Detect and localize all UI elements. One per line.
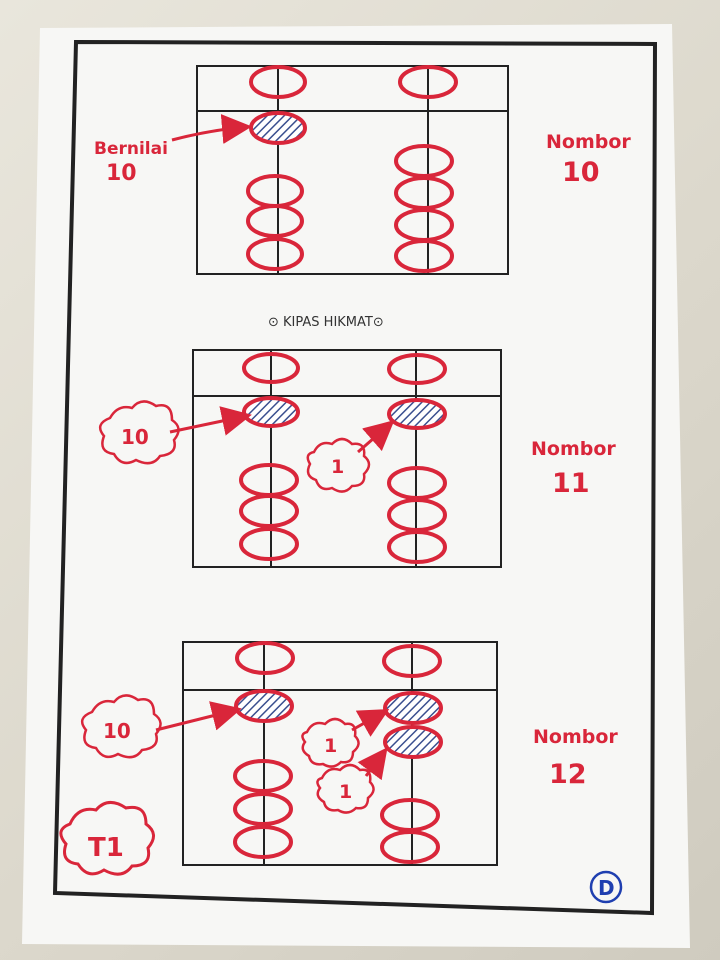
arrow-icon [171,114,252,144]
arrow-icon [351,709,390,737]
heaven-bead [235,641,295,675]
arrow-icon [169,406,252,436]
number-caption: Nombor [531,438,616,460]
active-bead [249,111,307,145]
heaven-bead [398,65,458,99]
abacus-frame [192,349,502,568]
number-caption: Nombor [533,726,618,748]
sheet-tag: T1 [88,833,124,863]
earth-bead [246,237,304,271]
active-bead [387,398,447,430]
tens-tag-label: 10 [121,425,149,449]
cloud-tag-icon [98,400,180,465]
earth-bead [239,527,299,561]
abacus-frame [182,641,498,866]
cloud-tag-icon [80,694,162,759]
cloud-tag-icon [306,437,371,493]
abacus-3: 10 1 1 Nombor 12 [80,641,618,866]
bead-value-number: 10 [106,161,137,186]
earth-bead [380,830,440,864]
abacus-1: Bernilai 10 Nombor 10 [94,65,631,275]
arrow-icon [357,420,395,454]
arrow-icon [357,747,388,781]
active-bead [242,396,300,428]
active-bead [234,689,294,723]
abacus-2: 10 1 Nombor 11 [98,349,616,568]
abacus-frame [196,65,509,275]
earth-bead [394,239,454,273]
earth-bead [387,530,447,564]
active-bead [383,691,443,725]
heaven-bead [249,65,307,99]
sheet-border [52,39,658,916]
earth-bead [233,792,293,826]
ones-tag-label: 1 [324,735,337,757]
bead-value-label: Bernilai [94,139,168,159]
number-value: 10 [562,157,600,188]
heaven-bead [387,353,447,385]
ones-tag-label: 1 [339,781,352,803]
cloud-tag-icon [59,801,155,876]
cloud-tag-icon [316,763,375,814]
earth-bead [246,204,304,238]
corner-mark: D [598,876,615,900]
active-bead [383,725,443,759]
earth-bead [233,825,293,859]
number-value: 12 [549,759,587,790]
ones-tag-label: 1 [331,456,344,478]
earth-bead [239,494,299,528]
arrow-icon [155,701,242,732]
cloud-tag-icon [301,717,360,768]
heaven-bead [242,352,300,384]
number-caption: Nombor [546,131,631,153]
circle-d-icon [589,870,623,904]
heaven-bead [382,644,442,678]
earth-bead [233,759,293,793]
tens-tag-label: 10 [103,719,131,743]
number-value: 11 [552,468,590,499]
watermark-text: ⊙ KIPAS HIKMAT⊙ [268,315,384,330]
